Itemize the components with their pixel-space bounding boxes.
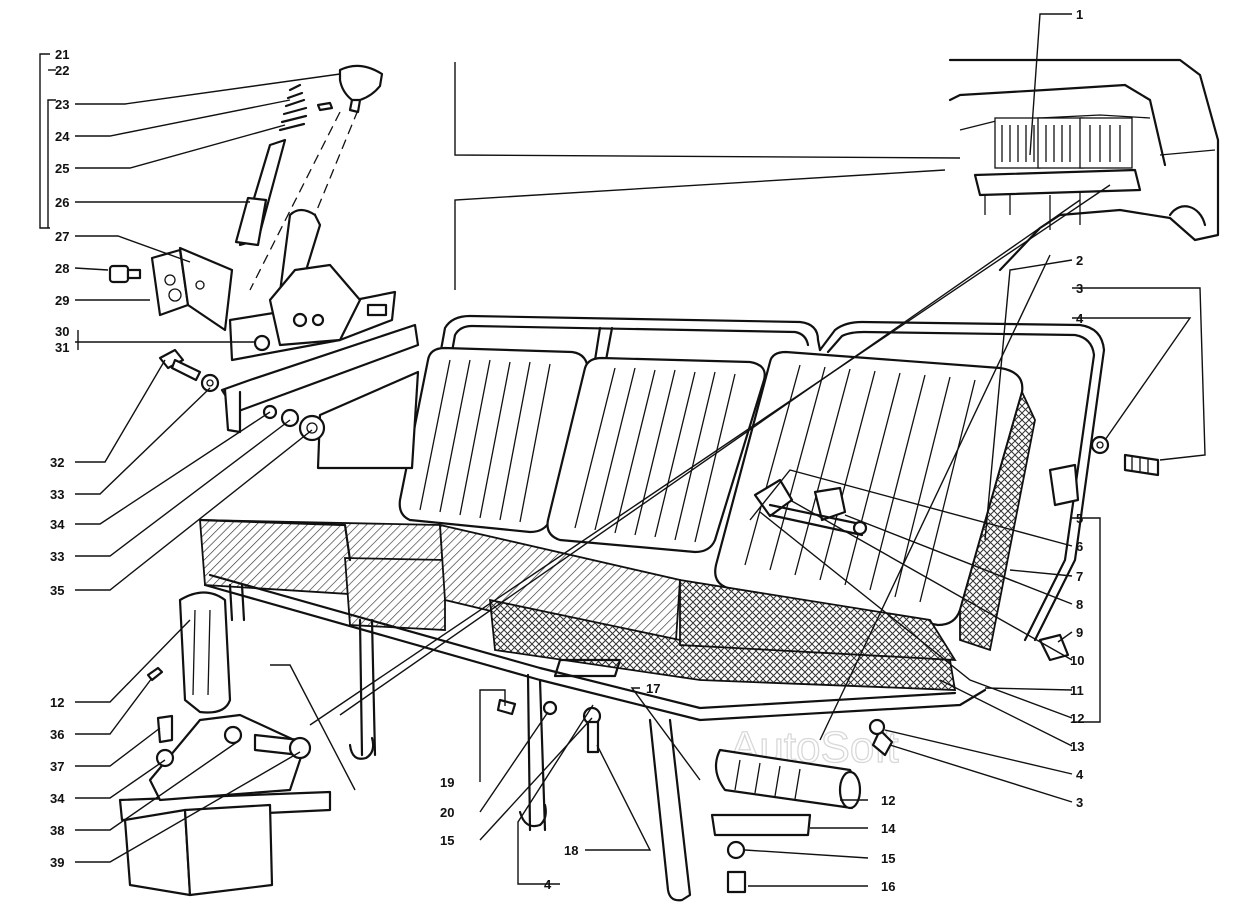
callout-30: 30: [55, 324, 69, 339]
callout-7: 7: [1076, 569, 1083, 584]
vehicle-inset: [948, 58, 1220, 272]
cushion-stitching: [419, 359, 976, 603]
callout-36: 36: [50, 727, 64, 742]
callout-12: 12: [881, 793, 895, 808]
callout-6: 6: [1076, 539, 1083, 554]
callout-5: 5: [1076, 511, 1083, 526]
callout-3: 3: [1076, 795, 1083, 810]
callout-4: 4: [1076, 767, 1084, 782]
callout-12: 12: [50, 695, 64, 710]
callout-27: 27: [55, 229, 69, 244]
callout-10: 10: [1070, 653, 1084, 668]
callout-3: 3: [1076, 281, 1083, 296]
callout-13: 13: [1070, 739, 1084, 754]
callout-38: 38: [50, 823, 64, 838]
callout-12: 12: [1070, 711, 1084, 726]
callout-15: 15: [881, 851, 895, 866]
callout-1: 1: [1076, 7, 1083, 22]
callout-23: 23: [55, 97, 69, 112]
callout-19: 19: [440, 775, 454, 790]
callout-11: 11: [1070, 683, 1084, 698]
callout-28: 28: [55, 261, 69, 276]
bolt-32-washer-33: [158, 348, 220, 393]
callout-14: 14: [881, 821, 896, 836]
callout-4: 4: [1076, 311, 1084, 326]
callout-29: 29: [55, 293, 69, 308]
callout-22: 22: [55, 63, 69, 78]
belt-buckles: [753, 463, 1080, 662]
callout-18: 18: [564, 843, 578, 858]
callout-16: 16: [881, 879, 895, 894]
callout-17: 17: [646, 681, 660, 696]
floor-bracket-assembly: [118, 591, 332, 897]
callout-26: 26: [55, 195, 69, 210]
callout-33: 33: [50, 487, 64, 502]
leader-lines: [39, 13, 1206, 887]
callout-21: 21: [55, 47, 69, 62]
callout-25: 25: [55, 161, 69, 176]
bench-seat: [198, 314, 1106, 902]
callout-39: 39: [50, 855, 64, 870]
lever-assembly: [220, 64, 420, 470]
callout-35: 35: [50, 583, 64, 598]
bolt-3-washer-4-right: [1090, 435, 1160, 477]
plates-27-29: [108, 246, 234, 332]
callout-32: 32: [50, 455, 64, 470]
callout-15: 15: [440, 833, 454, 848]
callout-2: 2: [1076, 253, 1083, 268]
callout-34: 34: [50, 791, 65, 806]
callout-20: 20: [440, 805, 454, 820]
callout-9: 9: [1076, 625, 1083, 640]
callout-4: 4: [544, 877, 552, 892]
callout-31: 31: [55, 340, 69, 355]
mounting-tube-bracket: [710, 718, 894, 894]
callout-33: 33: [50, 549, 64, 564]
callout-34: 34: [50, 517, 65, 532]
callout-8: 8: [1076, 597, 1083, 612]
callout-37: 37: [50, 759, 64, 774]
callout-24: 24: [55, 129, 70, 144]
callout-labels: 1 2 3 4 5 6 7 8 9 10 11 12 13 4 3 12 14 …: [50, 7, 1084, 894]
